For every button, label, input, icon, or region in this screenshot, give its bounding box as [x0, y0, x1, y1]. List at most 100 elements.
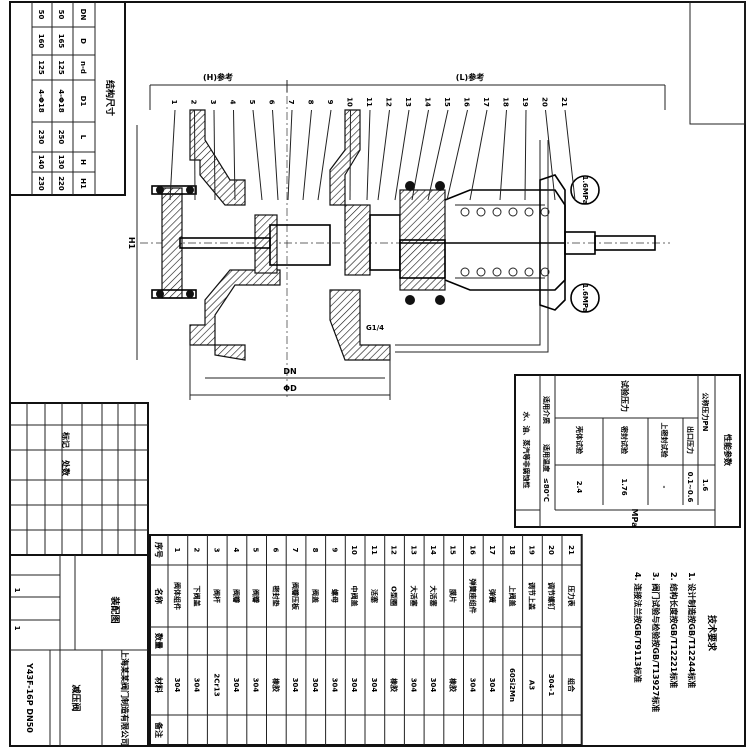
parts-header: 序号 [154, 542, 164, 558]
spec-row-value: 0.1~0.6 [686, 472, 694, 503]
spec-medium-value: 水、油、蒸汽等非腐蚀性 [522, 412, 531, 489]
part-material: 60Si2Mn [508, 668, 516, 702]
part-name: 大活塞 [409, 586, 418, 608]
spec-row-value: - [660, 486, 668, 489]
company-name: 上海某某阀门制造有限公司 [120, 650, 130, 746]
spec-header-label: 公称压力PN [701, 393, 710, 432]
part-number: 20 [547, 545, 555, 555]
parts-list: 序号名称数量材料备注1阀体组件3042下阀盖3043阀杆2Cr134阀瓣3045… [149, 534, 583, 746]
part-material: 304 [370, 678, 378, 693]
spring-coil [476, 267, 486, 277]
part-number: 3 [212, 548, 220, 553]
drawing-type: 装配图 [109, 595, 121, 623]
sheet-value: 1 [13, 626, 21, 631]
part-material: 橡胶 [449, 678, 458, 692]
spring-coil [492, 207, 502, 217]
part-number: 18 [508, 545, 516, 555]
part-name: 阀瓣压板 [291, 582, 300, 611]
part-material: 橡胶 [390, 678, 399, 692]
dimension-param: D1 [79, 96, 87, 107]
part-number: 10 [350, 545, 358, 555]
dimension-table-title: 结构尺寸 [104, 80, 116, 116]
part-material: 304 [291, 678, 299, 693]
callout-number: 21 [560, 97, 568, 107]
part-name: 调节螺钉 [547, 582, 556, 610]
corner-box [689, 1, 746, 125]
part-name: 弹簧座组件 [468, 579, 477, 614]
dim-pipe-label: G1/4 [366, 324, 384, 332]
part-material: 304 [409, 678, 417, 693]
part-number: 14 [429, 545, 437, 555]
dim-d-label: ΦD [283, 384, 297, 393]
spec-row-label: 密封试验 [620, 426, 629, 455]
part-name: 阀瓣 [232, 589, 241, 603]
part-number: 1 [173, 548, 181, 553]
callout-number: 16 [463, 97, 471, 107]
spring-coil [508, 267, 518, 277]
part-material: 2Cr13 [212, 673, 220, 696]
dimension-value: 140 [37, 155, 45, 170]
part-name: 大活塞 [429, 586, 438, 608]
part-name: 阀瓣 [252, 589, 261, 603]
scale-value: 1 [13, 588, 21, 593]
part-material: 组合 [567, 678, 576, 693]
tech-line: 3. 阀门试验与检验按GB/T13927标准 [651, 572, 661, 712]
callout-number: 10 [346, 97, 354, 107]
callout-number: 18 [502, 97, 510, 107]
part-material: 304 [468, 678, 476, 693]
tech-line: 4. 连接法兰按GB/T9113标准 [633, 572, 643, 683]
dimension-value: 220 [57, 176, 65, 191]
callout-number: 14 [424, 97, 432, 107]
dimension-value: 125 [37, 60, 45, 75]
part-number: 8 [311, 548, 319, 553]
callout-number: 8 [307, 100, 315, 105]
spec-header-value: 1.6 [701, 479, 709, 492]
part-number: 17 [488, 545, 496, 555]
performance-table: 性能参数 公称压力PN 1.6 试验压力 壳体试验 2.4 密封试验 1.76 … [514, 374, 741, 528]
dimension-param: L [79, 135, 87, 140]
part-number: 16 [468, 545, 476, 555]
zone-label: 处数 [61, 459, 71, 477]
parts-header: 数量 [154, 633, 164, 649]
spec-row-label: 上密封试验 [660, 423, 669, 459]
part-number: 6 [271, 548, 279, 553]
tech-line: 2. 结构长度按GB/T12221标准 [669, 572, 679, 688]
part-material: 304 [252, 678, 260, 693]
dimension-value: 230 [37, 130, 45, 145]
callout-number: 11 [365, 97, 373, 107]
dimension-value: 125 [57, 60, 65, 75]
part-name: 中阀盖 [350, 586, 359, 607]
spring [400, 207, 565, 277]
spec-unit: MPa [630, 508, 639, 527]
callout-number: 2 [190, 100, 198, 105]
callout-number: 5 [248, 100, 256, 105]
part-material: 橡胶 [271, 678, 280, 692]
part-material: 304 [311, 678, 319, 693]
part-material: A3 [527, 680, 535, 690]
dimension-value: 165 [57, 34, 65, 49]
parts-header: 名称 [154, 588, 164, 604]
part-number: 21 [567, 545, 575, 555]
spring-coil [460, 207, 470, 217]
parts-header: 材料 [154, 677, 164, 693]
part-material: 304 [330, 678, 338, 693]
callout-number: 17 [482, 97, 490, 107]
callout-number: 12 [385, 97, 393, 107]
tech-title: 技术要求 [706, 615, 718, 652]
part-name: 下阀盖 [193, 586, 202, 607]
callout-number: 19 [521, 97, 529, 107]
revision-label: 标记 [61, 431, 71, 448]
part-number: 4 [232, 548, 240, 553]
spec-medium-label: 适用介质 [542, 396, 551, 424]
part-number: 5 [252, 548, 260, 553]
spec-group-label: 试验压力 [620, 380, 630, 412]
dim-dn-label: DN [283, 367, 296, 376]
spring-coil [476, 207, 486, 217]
part-material: 304 [173, 678, 181, 693]
dimension-value: 230 [37, 176, 45, 191]
drawing-name: 减压阀 [70, 684, 82, 711]
part-name: 压力表 [567, 586, 576, 608]
callout-number: 4 [229, 100, 237, 105]
dimension-param: H1 [79, 178, 87, 189]
